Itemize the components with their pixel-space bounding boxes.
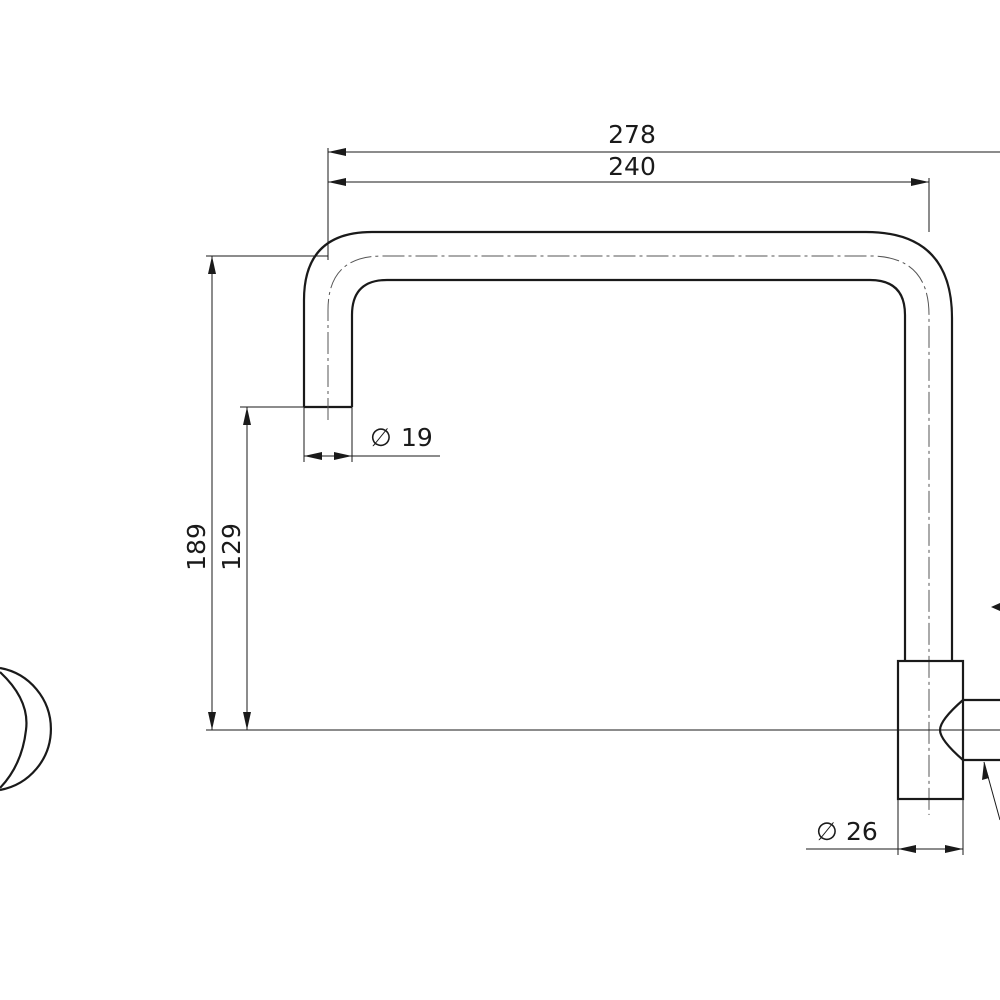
dim-arrow-base-diameter-right bbox=[945, 845, 963, 853]
dim-label-inner-width: 240 bbox=[608, 152, 656, 181]
spout-centerline bbox=[327, 255, 930, 815]
spout-inner-outline bbox=[350, 278, 907, 661]
dim-arrow-outlet-height-top bbox=[243, 407, 251, 425]
dim-label-base-diameter: 26 bbox=[846, 817, 878, 846]
dim-label-outlet-diameter: 19 bbox=[401, 423, 433, 452]
dim-arrow-inner-width-left bbox=[328, 178, 346, 186]
leader-arrow-right-lower bbox=[982, 762, 989, 780]
spout-outer-outline bbox=[302, 230, 954, 661]
diameter-symbol-outlet: ∅ bbox=[370, 423, 392, 452]
leader-arrow-right-upper bbox=[991, 603, 1000, 611]
dim-arrow-base-diameter-left bbox=[898, 845, 916, 853]
dim-arrow-outlet-diameter-right bbox=[334, 452, 352, 460]
dim-label-total-height: 189 bbox=[182, 523, 211, 571]
dim-arrow-total-height-top bbox=[208, 256, 216, 274]
dim-label-overall-width: 278 bbox=[608, 120, 656, 149]
dim-arrow-inner-width-right bbox=[911, 178, 929, 186]
partial-circle-left-edge bbox=[0, 671, 28, 789]
dim-arrow-outlet-diameter-left bbox=[304, 452, 322, 460]
dim-arrow-outlet-height-bottom bbox=[243, 712, 251, 730]
dim-arrow-overall-width-left bbox=[328, 148, 346, 156]
dim-arrow-total-height-bottom bbox=[208, 712, 216, 730]
dim-label-outlet-height: 129 bbox=[217, 523, 246, 571]
partial-circle-left bbox=[0, 666, 52, 792]
diameter-symbol-base: ∅ bbox=[816, 817, 838, 846]
